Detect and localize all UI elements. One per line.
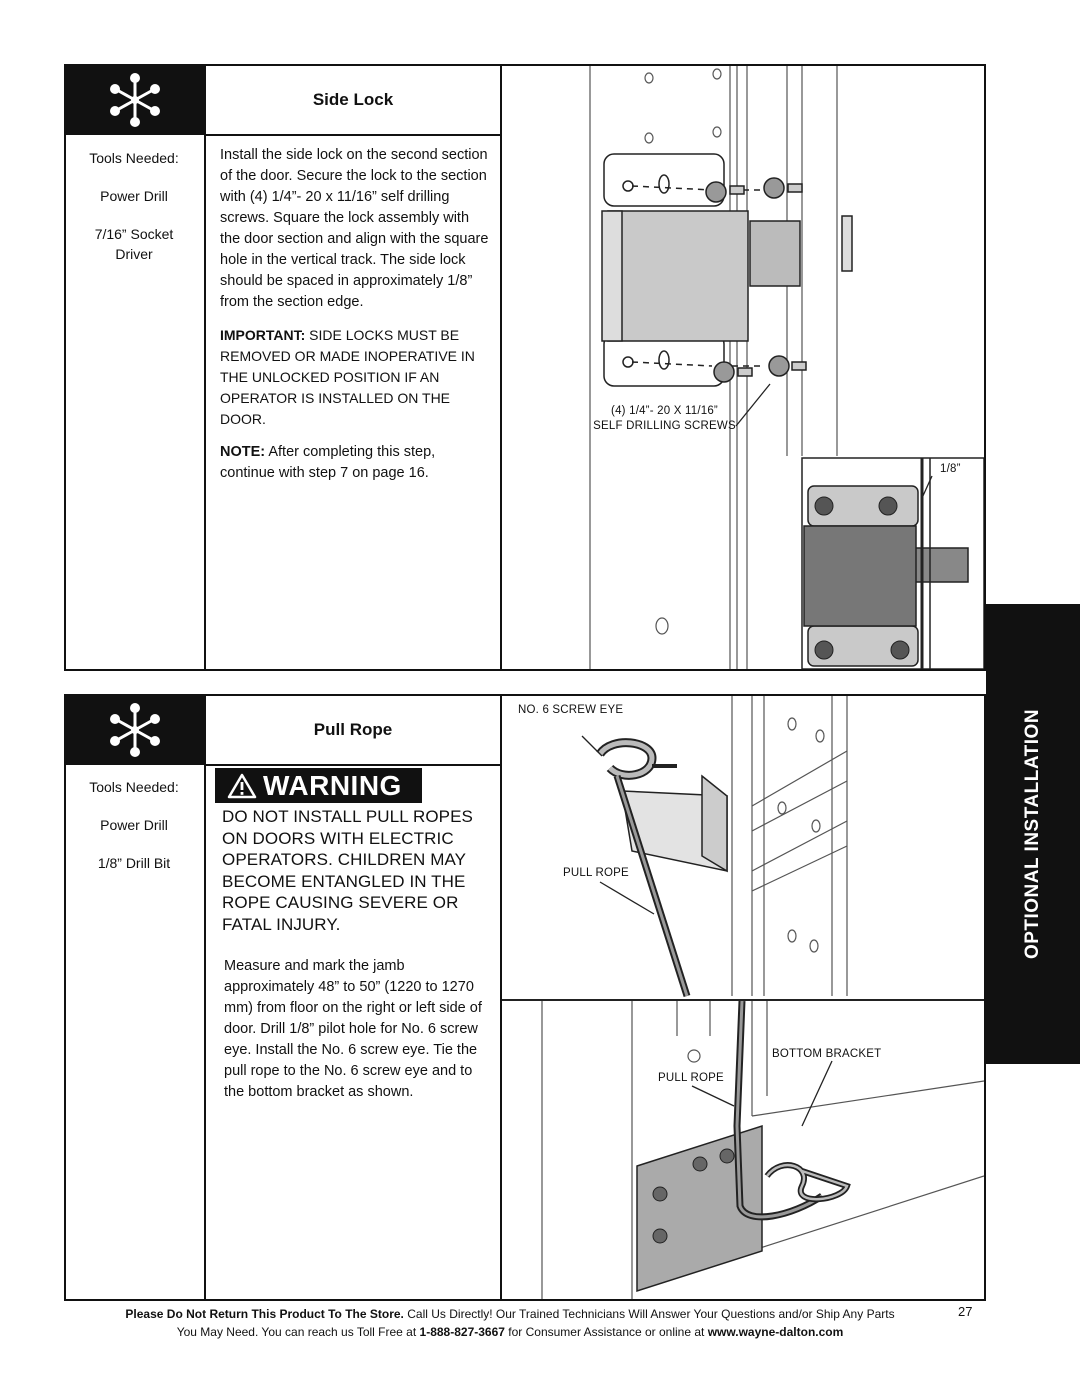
pull-rope-tools: Tools Needed: Power Drill 1/8” Drill Bit: [66, 777, 202, 873]
footer-line1: Please Do Not Return This Product To The…: [60, 1305, 960, 1323]
callout-screws-line1: (4) 1/4”- 20 X 11/16”: [611, 405, 718, 417]
warning-banner: WARNING: [215, 768, 422, 803]
important-note: IMPORTANT: SIDE LOCKS MUST BE REMOVED OR…: [220, 325, 490, 430]
tools-heading: Tools Needed:: [89, 779, 179, 795]
footer-line2-start: You May Need. You can reach us Toll Free…: [176, 1325, 420, 1339]
footer-phone: 1-888-827-3667: [419, 1325, 505, 1339]
footer-line2-mid: for Consumer Assistance or online at: [504, 1325, 708, 1339]
snowflake-icon: [110, 73, 160, 127]
tool-item: 1/8” Drill Bit: [97, 855, 171, 871]
callout-gap: 1/8”: [940, 463, 961, 475]
pull-rope-illustration: [502, 696, 984, 1299]
side-lock-icon-box: [65, 65, 205, 135]
footer-website: www.wayne-dalton.com: [707, 1325, 844, 1339]
section-side-tab: OPTIONAL INSTALLATION: [986, 604, 1080, 1064]
divider: [204, 694, 206, 1301]
tool-item: Power Drill: [100, 817, 168, 833]
divider: [204, 764, 500, 766]
callout-screws: (4) 1/4”- 20 X 11/16” SELF DRILLING SCRE…: [592, 404, 737, 434]
footer: Please Do Not Return This Product To The…: [60, 1305, 960, 1341]
important-label: IMPORTANT:: [220, 327, 306, 343]
side-lock-title: Side Lock: [312, 90, 394, 109]
footer-bold: Please Do Not Return This Product To The…: [125, 1307, 404, 1321]
pull-rope-icon-box: [65, 695, 205, 765]
side-lock-instructions-block: Install the side lock on the second sect…: [220, 145, 490, 484]
side-lock-illustration: [589, 66, 984, 669]
callout-pull-rope-bottom: PULL ROPE: [658, 1072, 724, 1084]
important-text: SIDE LOCKS MUST BE REMOVED OR MADE INOPE…: [220, 327, 475, 427]
footer-line2: You May Need. You can reach us Toll Free…: [60, 1323, 960, 1341]
divider: [204, 64, 206, 671]
note-label: NOTE:: [220, 444, 266, 460]
warning-triangle-icon: [227, 773, 257, 798]
tool-item: 7/16” Socket: [94, 226, 174, 242]
callout-screw-eye: NO. 6 SCREW EYE: [518, 704, 624, 716]
side-lock-tools: Tools Needed: Power Drill 7/16” Socket D…: [66, 148, 202, 264]
pull-rope-section: [64, 694, 986, 1301]
divider: [204, 134, 500, 136]
footer-line1-rest: Call Us Directly! Our Trained Technician…: [403, 1307, 895, 1321]
callout-screws-line2: SELF DRILLING SCREWS: [593, 420, 736, 432]
side-tab-label: OPTIONAL INSTALLATION: [1022, 708, 1043, 960]
step-note: NOTE: After completing this step, contin…: [220, 442, 490, 484]
tool-item: Driver: [115, 246, 153, 262]
side-lock-section: [64, 64, 986, 671]
page-number: 27: [958, 1304, 973, 1319]
note-text: After completing this step, continue wit…: [220, 444, 436, 481]
snowflake-icon: [110, 703, 160, 757]
tools-heading: Tools Needed:: [89, 150, 179, 166]
warning-text: DO NOT INSTALL PULL ROPES ON DOORS WITH …: [222, 807, 473, 934]
pull-rope-instructions: Measure and mark the jamb approximately …: [224, 958, 482, 1100]
divider: [500, 694, 502, 1301]
pull-rope-title: Pull Rope: [313, 720, 393, 739]
callout-bottom-bracket: BOTTOM BRACKET: [772, 1048, 882, 1060]
side-lock-instructions: Install the side lock on the second sect…: [220, 147, 489, 310]
tool-item: Power Drill: [100, 188, 168, 204]
divider: [500, 64, 502, 671]
warning-label: WARNING: [263, 769, 402, 801]
callout-pull-rope-top: PULL ROPE: [563, 867, 629, 879]
